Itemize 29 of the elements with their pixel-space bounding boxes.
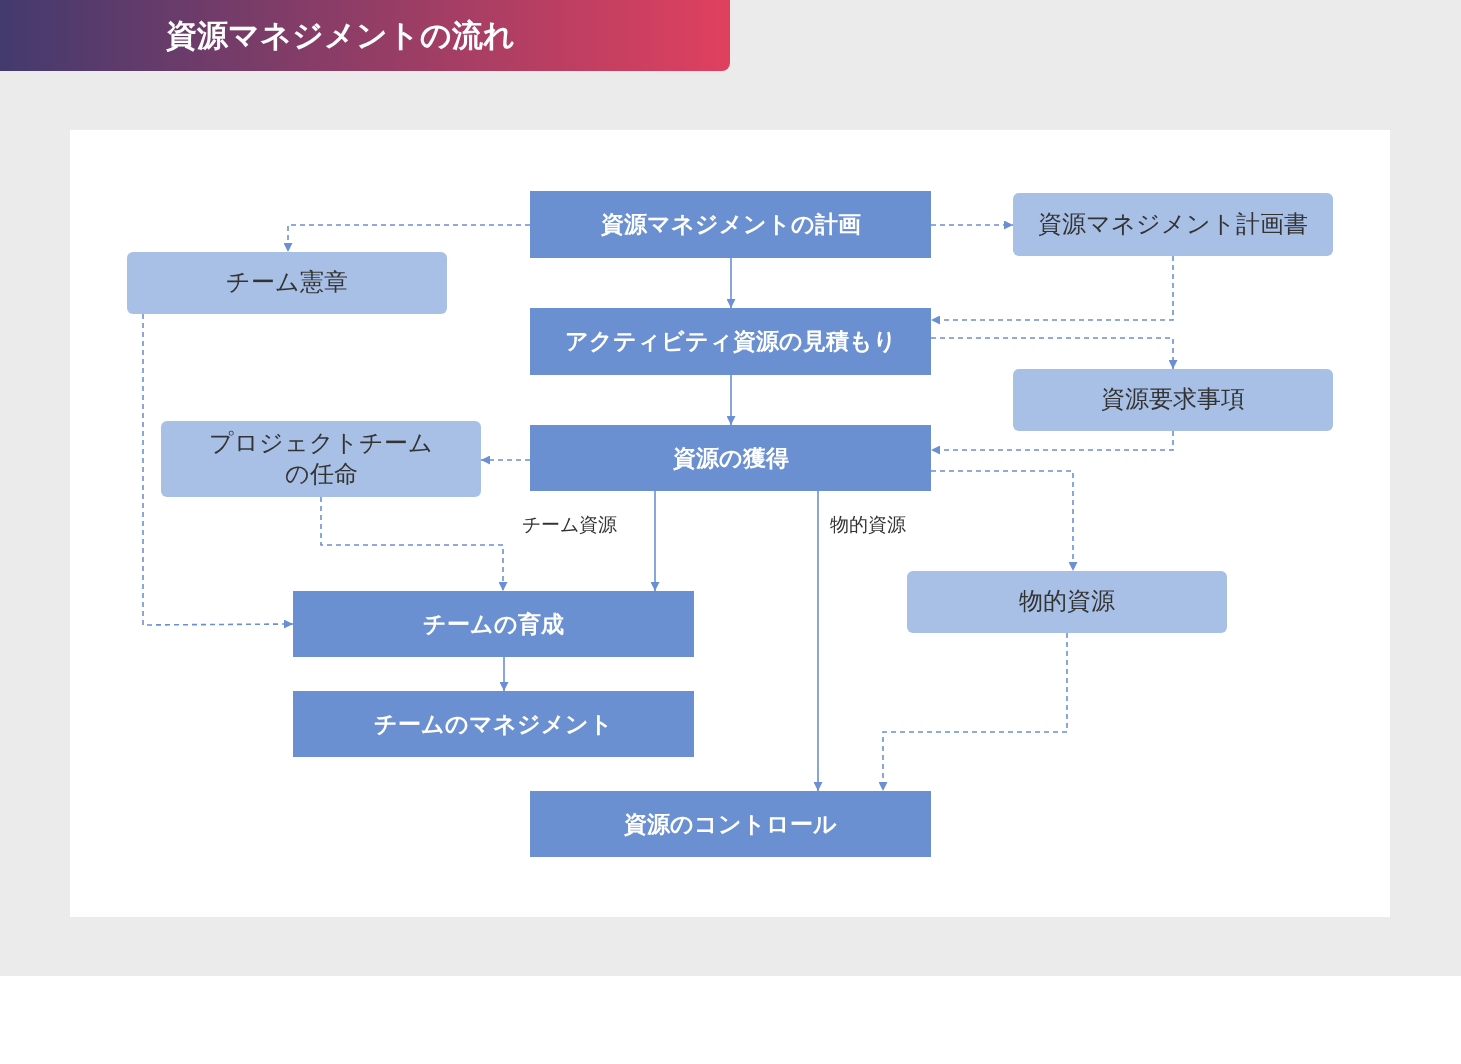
dashed-arrow [878, 632, 1068, 792]
dashed-arrow [930, 430, 1174, 455]
arrow [726, 257, 736, 309]
edge-label: 物的資源 [830, 512, 906, 538]
title-banner: 資源マネジメントの流れ [0, 0, 730, 71]
process-box: チームの育成 [293, 591, 694, 657]
edge-label: チーム資源 [522, 512, 617, 538]
arrow [813, 490, 823, 792]
output-box: 資源マネジメント計画書 [1013, 193, 1333, 256]
process-box: チームのマネジメント [293, 691, 694, 757]
process-box: 資源のコントロール [530, 791, 931, 857]
process-box: 資源の獲得 [530, 425, 931, 491]
dashed-arrow [320, 496, 508, 592]
output-box: プロジェクトチームの任命 [161, 421, 481, 497]
arrow [650, 490, 660, 592]
dashed-arrow [930, 220, 1014, 230]
dashed-arrow [930, 470, 1078, 572]
process-box: アクティビティ資源の見積もり [530, 308, 931, 375]
dashed-arrow [142, 313, 294, 629]
arrow [726, 374, 736, 426]
output-box: チーム憲章 [127, 252, 447, 314]
output-box: 物的資源 [907, 571, 1227, 633]
output-box: 資源要求事項 [1013, 369, 1333, 431]
dashed-arrow [480, 455, 531, 465]
dashed-arrow [930, 255, 1174, 325]
dashed-arrow [930, 337, 1178, 370]
arrow [499, 656, 509, 692]
process-box: 資源マネジメントの計画 [530, 191, 931, 258]
dashed-arrow [283, 224, 531, 253]
